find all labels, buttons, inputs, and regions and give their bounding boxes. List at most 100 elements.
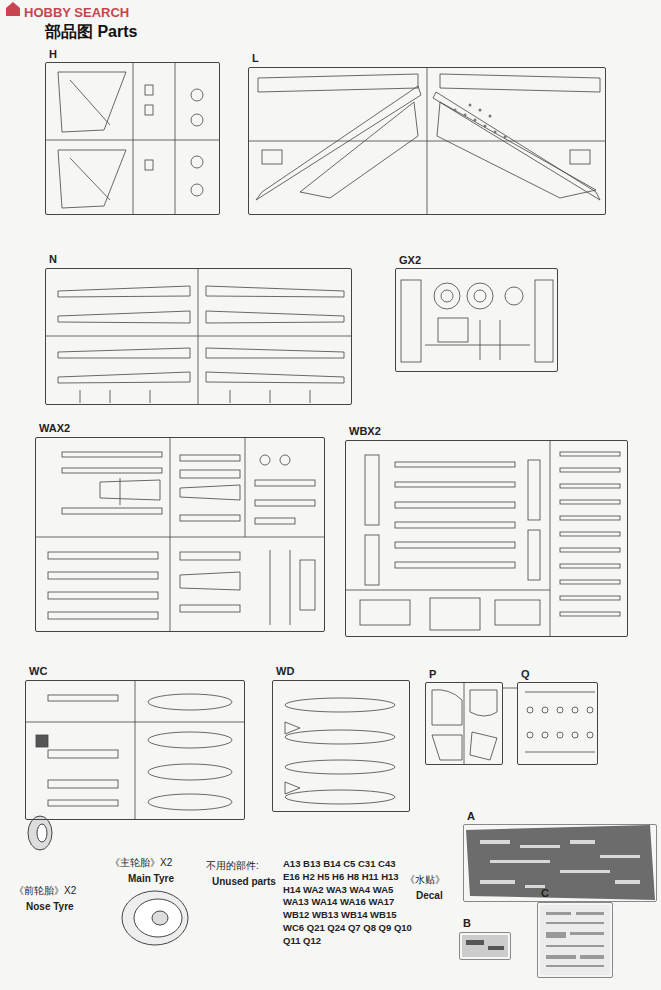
- sprue-letter: N: [49, 253, 57, 265]
- sprue-letter: WD: [276, 665, 294, 677]
- sprue-letter: WC: [29, 665, 47, 677]
- sprue-frame-group: P: [425, 668, 503, 765]
- unused-parts-list: A13 B13 B14 C5 C31 C43 E16 H2 H5 H6 H8 H…: [283, 858, 413, 948]
- part-outline: [62, 508, 162, 514]
- part-outline: [560, 548, 620, 552]
- part-outline: [206, 372, 344, 383]
- part-outline: [495, 600, 540, 625]
- part-outline: [425, 345, 530, 346]
- part-outline: [255, 480, 315, 486]
- part-outline: [600, 855, 640, 858]
- part-outline: [175, 62, 176, 215]
- sprue-frame-group: Q: [517, 668, 598, 765]
- part-outline: [432, 735, 462, 760]
- part-outline: [148, 794, 232, 810]
- part-outline: [180, 605, 240, 612]
- part-outline: [133, 62, 134, 215]
- part-outline: [285, 722, 300, 734]
- part-outline: [145, 85, 153, 95]
- sprue-frame-group: WBX2: [345, 425, 628, 637]
- part-outline: [58, 72, 126, 132]
- part-outline: [441, 290, 453, 302]
- sprue-letter: WAX2: [39, 422, 70, 434]
- part-outline: [365, 535, 379, 585]
- sprue-frame: [537, 902, 613, 978]
- part-outline: [262, 150, 282, 164]
- part-outline: [395, 482, 515, 487]
- part-outline: [180, 470, 240, 478]
- part-outline: [395, 522, 515, 528]
- part-outline: [58, 286, 190, 297]
- sprue-letter: P: [429, 668, 436, 680]
- sprue-frame: [459, 932, 511, 960]
- part-outline: [433, 92, 600, 200]
- part-outline: [520, 845, 560, 848]
- part-outline: [546, 932, 566, 938]
- part-outline: [587, 732, 593, 738]
- tyres: [28, 816, 188, 945]
- part-outline: [58, 348, 190, 358]
- part-outline: [180, 552, 240, 560]
- part-outline: [480, 880, 515, 884]
- part-outline: [542, 732, 548, 738]
- part-outline: [48, 780, 118, 788]
- part-outline: [256, 86, 421, 200]
- part-outline: [480, 840, 510, 844]
- page-title: 部品图 Parts: [45, 22, 137, 43]
- part-outline: [134, 899, 182, 937]
- part-outline: [191, 114, 203, 126]
- part-outline: [480, 840, 640, 888]
- part-outline: [62, 468, 162, 473]
- part-outline: [48, 800, 118, 806]
- part-outline: [546, 912, 571, 915]
- part-outline: [560, 596, 620, 600]
- part-outline: [260, 455, 270, 465]
- tyre-label-zh: 《主轮胎》X2: [110, 856, 172, 870]
- part-outline: [560, 580, 620, 584]
- logo-icon: [6, 2, 20, 16]
- part-outline: [206, 348, 344, 358]
- part-outline: [401, 280, 421, 362]
- part-outline: [528, 460, 540, 520]
- part-outline: [285, 760, 395, 774]
- part-outline: [395, 462, 515, 467]
- part-outline: [170, 437, 171, 632]
- part-outline: [489, 115, 492, 118]
- sprue-frame-group: C: [537, 887, 613, 978]
- part-outline: [300, 560, 315, 610]
- sprue-frame: [395, 268, 558, 372]
- part-outline: [100, 480, 160, 500]
- part-outline: [570, 840, 595, 844]
- decal-label-en: Decal: [416, 889, 443, 903]
- part-outline: [145, 160, 153, 170]
- sprue-frame: [463, 824, 657, 902]
- sprue-frame: [45, 268, 352, 405]
- part-outline: [255, 518, 295, 524]
- part-outline: [546, 912, 604, 967]
- part-outline: [191, 89, 203, 101]
- tyre-label-en: Main Tyre: [128, 872, 174, 886]
- sprue-frame: [248, 67, 606, 215]
- sprue-wc: [25, 680, 245, 820]
- part-outline: [198, 268, 199, 405]
- sprue-frame-group: A: [463, 810, 657, 902]
- part-outline: [48, 592, 158, 599]
- part-outline: [560, 468, 620, 472]
- part-outline: [150, 390, 151, 403]
- part-outline: [300, 102, 418, 198]
- part-outline: [180, 515, 240, 521]
- part-outline: [540, 905, 610, 975]
- part-outline: [432, 690, 462, 725]
- sprue-l: [248, 67, 606, 215]
- part-outline: [148, 732, 232, 748]
- part-outline: [148, 694, 232, 710]
- sprue-frame: [272, 680, 410, 812]
- sprue-letter: L: [252, 52, 259, 64]
- part-outline: [248, 141, 606, 142]
- part-outline: [490, 860, 550, 863]
- sprue-letter: Q: [521, 668, 530, 680]
- sprue-frame: [45, 62, 220, 215]
- part-outline: [145, 105, 153, 115]
- part-outline: [480, 320, 481, 360]
- part-outline: [572, 732, 578, 738]
